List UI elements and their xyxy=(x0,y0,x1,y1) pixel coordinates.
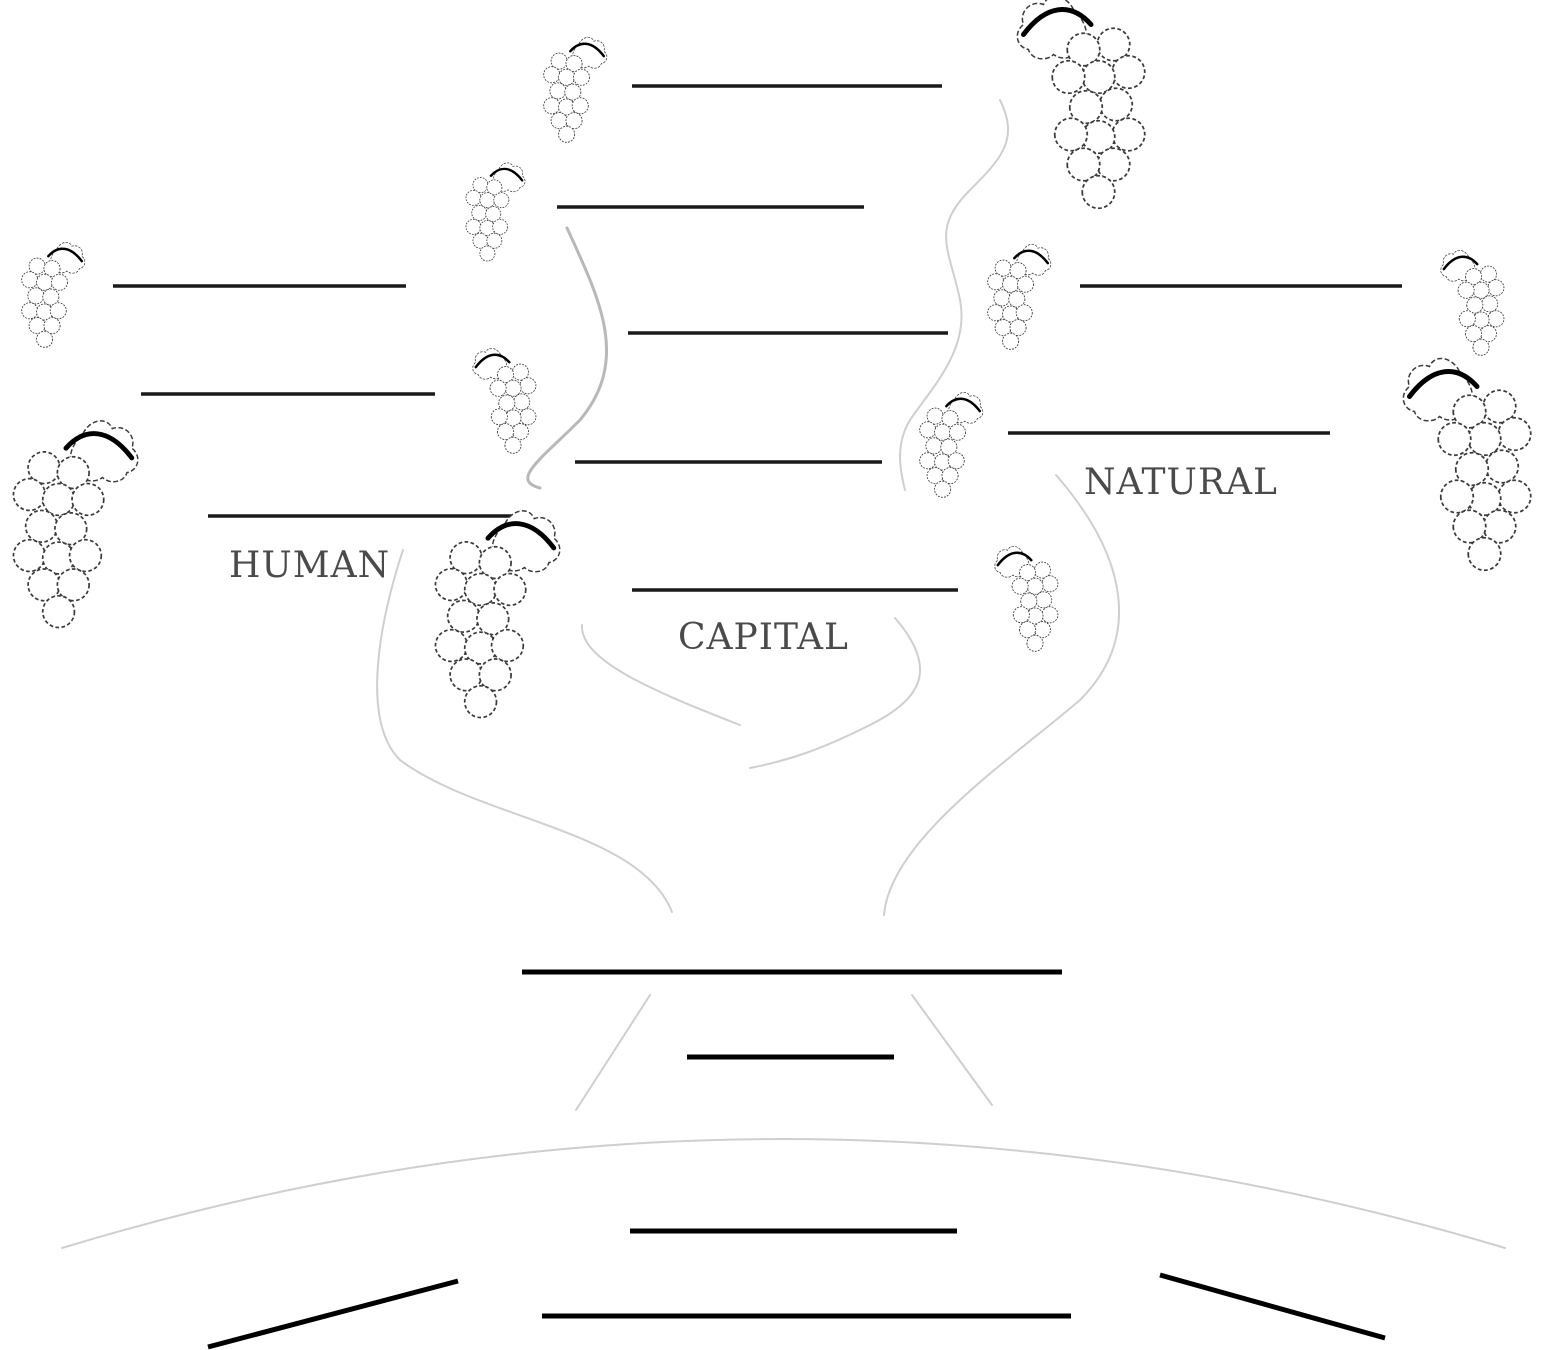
label-capital: CAPITAL xyxy=(678,617,849,658)
branches xyxy=(526,99,1010,769)
grape-cluster-icon xyxy=(13,0,1530,718)
label-natural: NATURAL xyxy=(1084,462,1278,503)
blank-line-ground-left[interactable] xyxy=(207,1278,459,1350)
trunk xyxy=(376,474,1120,1111)
answer-lines[interactable] xyxy=(113,84,1402,1350)
blank-line-ground-right[interactable] xyxy=(1159,1272,1386,1341)
label-human: HUMAN xyxy=(229,545,390,586)
ground-curve xyxy=(61,1138,1506,1249)
